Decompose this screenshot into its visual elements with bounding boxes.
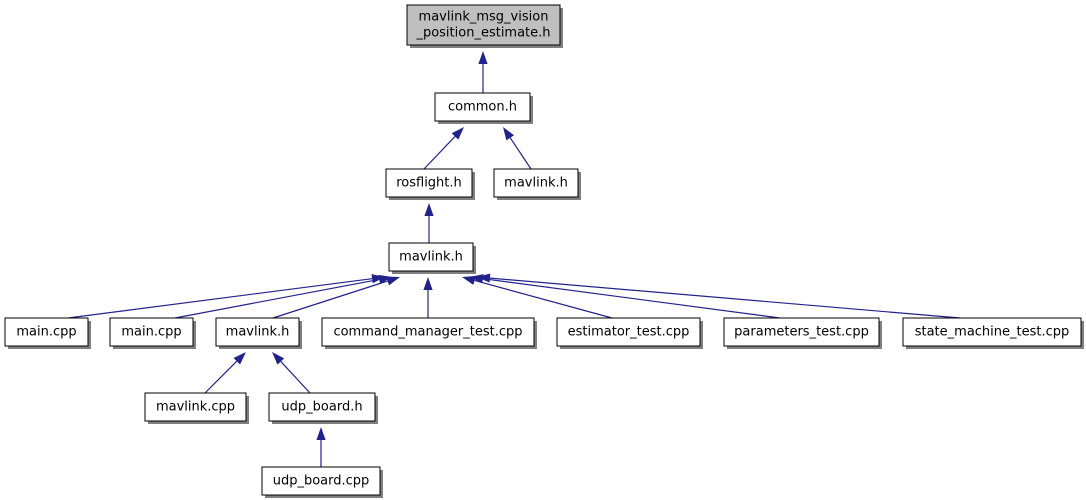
edge-arrowhead-icon: [451, 127, 464, 140]
edge-arrowhead-icon: [503, 127, 515, 141]
node-box[interactable]: [215, 317, 300, 347]
edge-arrowhead-icon: [386, 276, 400, 286]
node-box[interactable]: [144, 392, 247, 422]
edge-arrowhead-icon: [423, 277, 433, 290]
node-box[interactable]: [261, 466, 381, 496]
graph-node-mavlink_h_top[interactable]: mavlink.h: [493, 168, 581, 200]
node-box[interactable]: [321, 317, 535, 347]
edge-line: [67, 278, 373, 319]
edge-arrowhead-icon: [462, 275, 476, 285]
graph-edge: [423, 127, 464, 170]
graph-node-mavlink_cpp[interactable]: mavlink.cpp: [144, 392, 249, 424]
graph-node-command_manager_test[interactable]: command_manager_test.cpp: [321, 317, 537, 349]
node-label: mavlink.h: [399, 250, 463, 265]
node-box[interactable]: [268, 392, 376, 422]
graph-node-estimator_test[interactable]: estimator_test.cpp: [556, 317, 703, 349]
node-layer: mavlink_msg_vision_position_estimate.hco…: [4, 4, 1084, 498]
node-box[interactable]: [385, 168, 473, 198]
graph-node-udp_board_h[interactable]: udp_board.h: [268, 392, 378, 424]
graph-edge: [424, 203, 434, 243]
node-label: mavlink_msg_vision: [419, 10, 549, 25]
node-label: rosflight.h: [396, 176, 462, 191]
node-box[interactable]: [493, 168, 579, 198]
edge-line: [204, 360, 238, 394]
node-label: udp_board.h: [281, 400, 362, 415]
node-label: common.h: [448, 100, 517, 115]
graph-node-common_h[interactable]: common.h: [434, 92, 533, 124]
edge-arrowhead-icon: [477, 273, 491, 283]
graph-node-state_machine_test[interactable]: state_machine_test.cpp: [902, 317, 1084, 349]
graph-edge: [462, 275, 613, 319]
graph-edge: [423, 277, 433, 318]
edge-line: [489, 277, 961, 319]
edge-line: [272, 280, 388, 319]
node-box[interactable]: [109, 317, 194, 347]
graph-edge: [272, 352, 311, 394]
edge-line: [423, 135, 456, 170]
node-label: mavlink.h: [504, 176, 568, 191]
edge-line: [174, 278, 380, 319]
graph-edge: [67, 274, 385, 319]
node-box[interactable]: [556, 317, 701, 347]
node-label: mavlink.h: [226, 325, 290, 340]
graph-node-main_cpp_1[interactable]: main.cpp: [4, 317, 91, 349]
edge-line: [509, 137, 532, 170]
edge-arrowhead-icon: [478, 51, 488, 64]
node-label: parameters_test.cpp: [734, 325, 869, 340]
node-label: mavlink.cpp: [156, 400, 235, 415]
node-label: udp_board.cpp: [273, 474, 370, 489]
node-box[interactable]: [434, 92, 531, 122]
edge-line: [474, 279, 613, 319]
node-box[interactable]: [406, 4, 561, 46]
graph-edge: [503, 127, 532, 170]
graph-edge: [478, 51, 488, 93]
graph-node-main_cpp_2[interactable]: main.cpp: [109, 317, 196, 349]
edge-layer: [67, 51, 961, 467]
node-label: estimator_test.cpp: [568, 325, 690, 340]
graph-node-mavlink_h_bot[interactable]: mavlink.h: [215, 317, 302, 349]
edge-arrowhead-icon: [233, 352, 246, 365]
graph-edge: [316, 427, 326, 467]
graph-node-rosflight_h[interactable]: rosflight.h: [385, 168, 475, 200]
edge-line: [482, 278, 781, 319]
graph-edge: [174, 274, 392, 319]
node-box[interactable]: [723, 317, 880, 347]
node-box[interactable]: [4, 317, 89, 347]
graph-edge: [477, 273, 961, 319]
edge-arrowhead-icon: [272, 352, 285, 365]
graph-node-parameters_test[interactable]: parameters_test.cpp: [723, 317, 882, 349]
edge-arrowhead-icon: [316, 427, 326, 440]
node-label: command_manager_test.cpp: [333, 325, 522, 340]
edge-line: [280, 361, 311, 394]
graph-node-mavlink_h_mid[interactable]: mavlink.h: [388, 242, 476, 274]
node-label: main.cpp: [16, 325, 76, 340]
node-label: _position_estimate.h: [415, 26, 550, 41]
graph-node-udp_board_cpp[interactable]: udp_board.cpp: [261, 466, 383, 498]
node-box[interactable]: [902, 317, 1082, 347]
node-label: state_machine_test.cpp: [915, 325, 1070, 340]
node-box[interactable]: [388, 242, 474, 272]
edge-arrowhead-icon: [424, 203, 434, 216]
node-label: main.cpp: [121, 325, 181, 340]
graph-edge: [272, 276, 400, 319]
graph-edge: [204, 352, 246, 394]
graph-node-root[interactable]: mavlink_msg_vision_position_estimate.h: [406, 4, 563, 48]
